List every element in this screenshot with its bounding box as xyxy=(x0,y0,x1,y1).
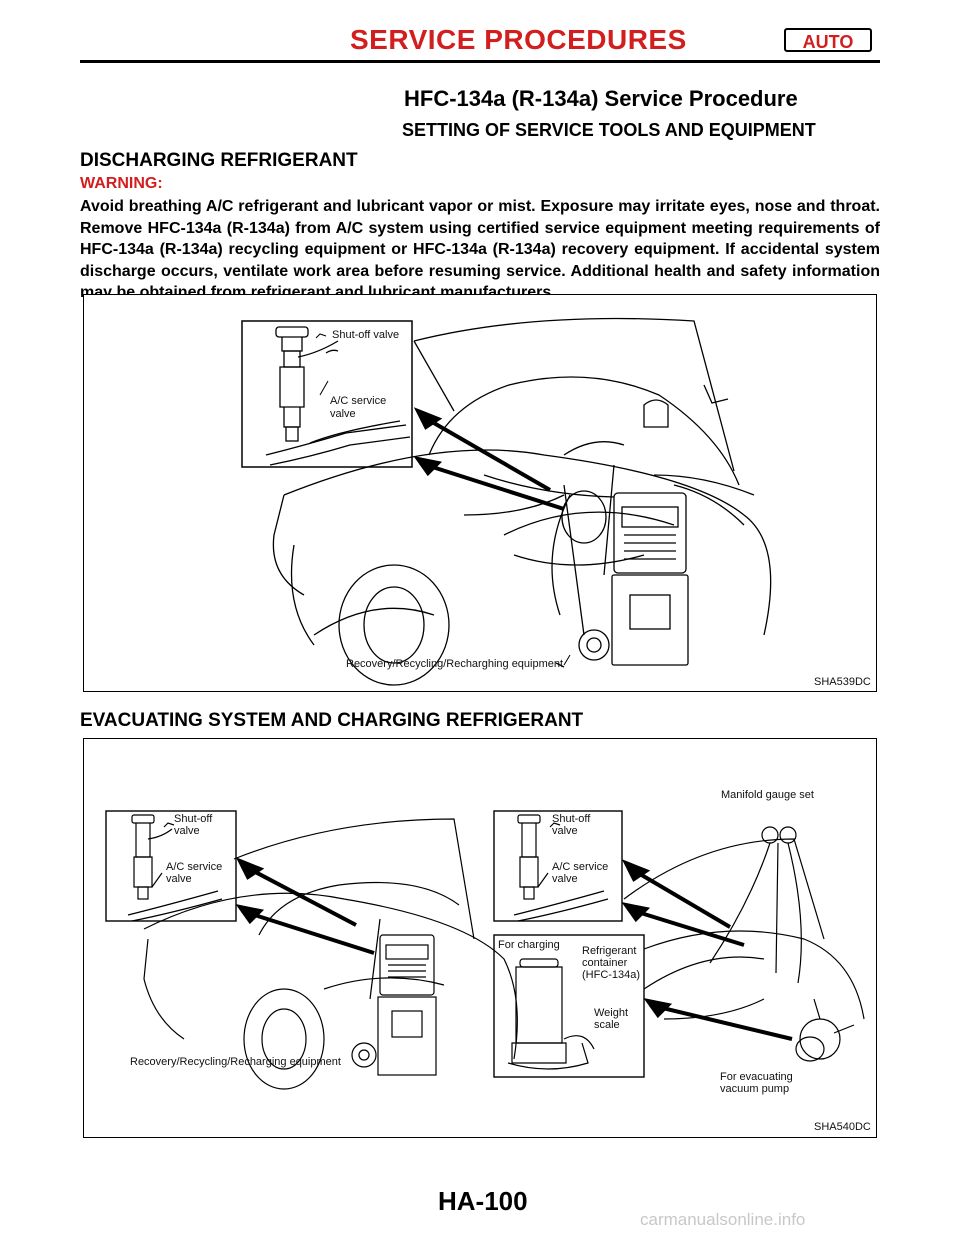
page-number: HA-100 xyxy=(438,1186,528,1216)
label-evacuating-2: vacuum pump xyxy=(720,1083,790,1095)
label-left-shutoff-2: valve xyxy=(174,825,200,837)
figure-id: SHA540DC xyxy=(814,1121,871,1133)
watermark: carmanualsonline.info xyxy=(640,1210,806,1229)
section-heading-evacuating: EVACUATING SYSTEM AND CHARGING REFRIGERA… xyxy=(80,710,584,731)
label-mid-shutoff-1: Shut-off xyxy=(552,813,591,825)
discharging-illustration xyxy=(241,317,772,686)
header-rule xyxy=(80,60,880,63)
label-mid-shutoff-2: valve xyxy=(552,825,578,837)
header-title: SERVICE PROCEDURES xyxy=(350,24,687,55)
figure-id: SHA539DC xyxy=(814,676,871,688)
header-badge: AUTO xyxy=(784,28,872,52)
label-weight-2: scale xyxy=(594,1019,620,1031)
section-heading-discharging: DISCHARGING REFRIGERANT xyxy=(80,150,358,171)
warning-label: WARNING: xyxy=(80,175,163,192)
label-ac-service-1: A/C service xyxy=(330,395,387,407)
label-refrigerant-3: (HFC-134a) xyxy=(582,969,641,981)
label-evacuating-1: For evacuating xyxy=(720,1071,793,1083)
label-mid-ac-service-2: valve xyxy=(552,873,578,885)
label-recovery-equipment: Recovery/Recycling/Recharging equipment xyxy=(130,1056,341,1068)
warning-text: Avoid breathing A/C refrigerant and lubr… xyxy=(80,198,880,301)
page-subtitle: SETTING OF SERVICE TOOLS AND EQUIPMENT xyxy=(402,120,816,140)
label-left-shutoff-1: Shut-off xyxy=(174,813,213,825)
label-manifold-gauge-set: Manifold gauge set xyxy=(721,789,814,801)
label-weight-1: Weight xyxy=(594,1007,629,1019)
figure-evacuating: Shut-off valve A/C service valve Recover… xyxy=(83,738,877,1138)
figure-discharging: Shut-off valve A/C service valve Recover… xyxy=(83,294,877,692)
label-left-ac-service-1: A/C service xyxy=(166,861,223,873)
label-recovery-equipment: Recovery/Recycling/Recharghing equipment xyxy=(346,658,564,670)
evacuating-illustration xyxy=(105,810,865,1090)
label-ac-service-2: valve xyxy=(330,408,356,420)
label-left-ac-service-2: valve xyxy=(166,873,192,885)
label-shutoff-valve: Shut-off valve xyxy=(332,329,400,341)
page-title: HFC-134a (R-134a) Service Procedure xyxy=(404,86,798,111)
label-for-charging: For charging xyxy=(498,939,560,951)
label-refrigerant-2: container xyxy=(582,957,628,969)
label-mid-ac-service-1: A/C service xyxy=(552,861,609,873)
label-refrigerant-1: Refrigerant xyxy=(582,945,637,957)
